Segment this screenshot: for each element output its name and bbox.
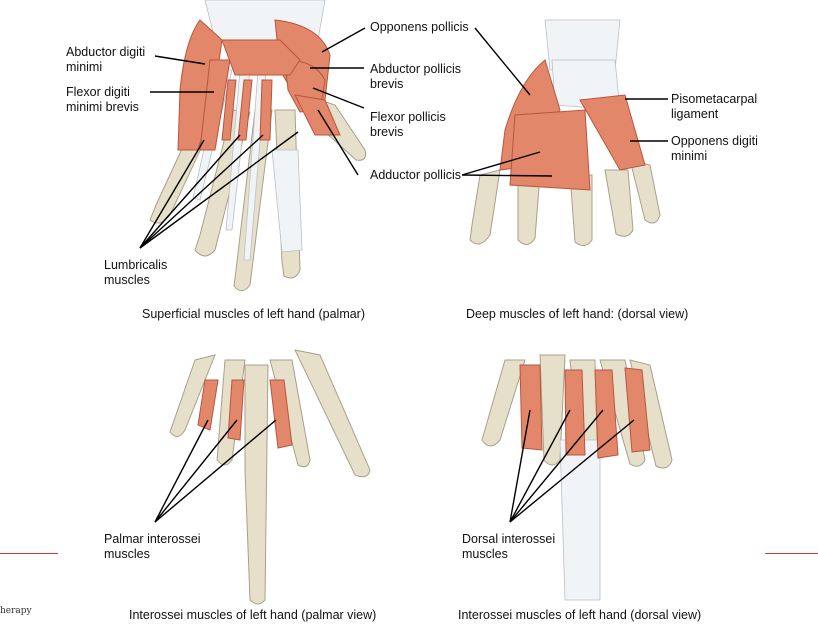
label-line: Dorsal interossei [462, 532, 556, 546]
label-adductor-pollicis: Adductor pollicis [370, 168, 461, 183]
caption-dorsal-interossei: Interossei muscles of left hand (dorsal … [458, 608, 702, 622]
label-line: muscles [104, 547, 150, 561]
label-line: brevis [370, 125, 404, 139]
caption-palmar-interossei: Interossei muscles of left hand (palmar … [129, 608, 377, 622]
label-line: Abductor digiti [66, 45, 146, 59]
label-lumbricalis-muscles: Lumbricalis muscles [104, 258, 167, 288]
label-flexor-pollicis-brevis: Flexor pollicis brevis [370, 110, 446, 140]
label-line: Palmar interossei [104, 532, 201, 546]
caption-deep: Deep muscles of left hand: (dorsal view) [466, 307, 689, 321]
label-line: Flexor digiti [66, 85, 130, 99]
dorsal-interossei-illustration [481, 354, 673, 601]
label-line: minimi [66, 60, 103, 74]
label-line: Opponens pollicis [370, 20, 469, 34]
label-line: brevis [370, 77, 404, 91]
label-line: Lumbricalis [104, 258, 168, 272]
deep-hand-illustration [469, 19, 661, 246]
leader-lines [139, 27, 668, 523]
label-line: Pisometacarpal [671, 92, 758, 106]
right-red-rule [765, 553, 818, 554]
label-line: ligament [671, 107, 719, 121]
label-line: Adductor pollicis [370, 168, 462, 182]
label-line: Flexor pollicis [370, 110, 446, 124]
label-abductor-pollicis-brevis: Abductor pollicis brevis [370, 62, 461, 92]
label-palmar-interossei: Palmar interossei muscles [104, 532, 201, 562]
label-flexor-digiti-minimi-brevis: Flexor digiti minimi brevis [66, 85, 139, 115]
left-red-rule [0, 553, 58, 554]
caption-superficial: Superficial muscles of left hand (palmar… [142, 307, 366, 321]
label-abductor-digiti-minimi: Abductor digiti minimi [66, 45, 145, 75]
superficial-hand-illustration [149, 0, 367, 292]
label-line: muscles [104, 273, 150, 287]
palmar-interossei-illustration [169, 349, 371, 605]
label-pisometacarpal-ligament: Pisometacarpal ligament [671, 92, 757, 122]
label-line: Abductor pollicis [370, 62, 462, 76]
label-dorsal-interossei: Dorsal interossei muscles [462, 532, 555, 562]
label-line: Opponens digiti [671, 134, 758, 148]
label-line: muscles [462, 547, 508, 561]
label-line: minimi [671, 149, 708, 163]
label-opponens-pollicis: Opponens pollicis [370, 20, 469, 35]
label-line: minimi brevis [66, 100, 139, 114]
label-opponens-digiti-minimi: Opponens digiti minimi [671, 134, 758, 164]
footer-fragment: herapy [0, 606, 32, 616]
